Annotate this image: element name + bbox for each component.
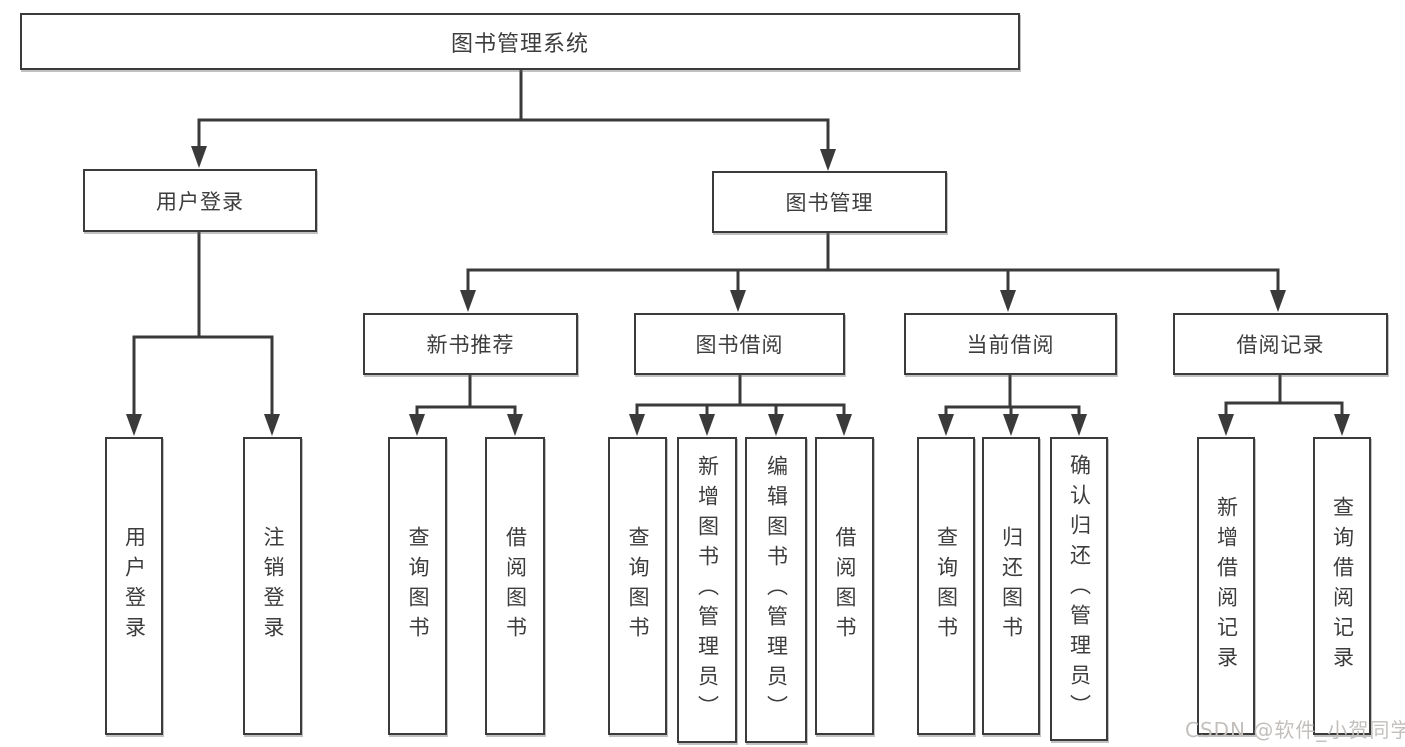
leaf-user-login: 用户登录 <box>105 437 163 735</box>
leaf-borrow-books-recommend: 借阅图书 <box>485 437 545 735</box>
leaf-add-books-admin: 新增图书（管理员） <box>677 437 737 743</box>
group-current-borrow: 当前借阅 <box>904 313 1117 375</box>
leaf-confirm-return-admin: 确认归还（管理员） <box>1050 437 1108 741</box>
group-book-borrow: 图书借阅 <box>634 313 845 375</box>
branch-book-management: 图书管理 <box>712 171 947 233</box>
leaf-edit-books-admin: 编辑图书（管理员） <box>745 437 807 743</box>
leaf-logout-login: 注销登录 <box>243 437 302 735</box>
root-node-system-title: 图书管理系统 <box>20 13 1020 70</box>
leaf-borrow-books: 借阅图书 <box>815 437 874 735</box>
leaf-query-borrow-record: 查询借阅记录 <box>1313 437 1371 735</box>
leaf-add-borrow-record: 新增借阅记录 <box>1197 437 1255 735</box>
group-new-book-recommend: 新书推荐 <box>363 313 578 375</box>
leaf-query-books-recommend: 查询图书 <box>388 437 447 735</box>
leaf-query-books-borrow: 查询图书 <box>608 437 667 735</box>
leaf-query-books-current: 查询图书 <box>917 437 975 735</box>
arrowheads <box>126 146 1350 436</box>
leaf-return-books: 归还图书 <box>982 437 1040 735</box>
branch-user-login: 用户登录 <box>83 169 317 232</box>
group-borrow-records: 借阅记录 <box>1173 313 1388 375</box>
csdn-watermark: CSDN @软件_小贺同学 <box>1185 718 1405 742</box>
